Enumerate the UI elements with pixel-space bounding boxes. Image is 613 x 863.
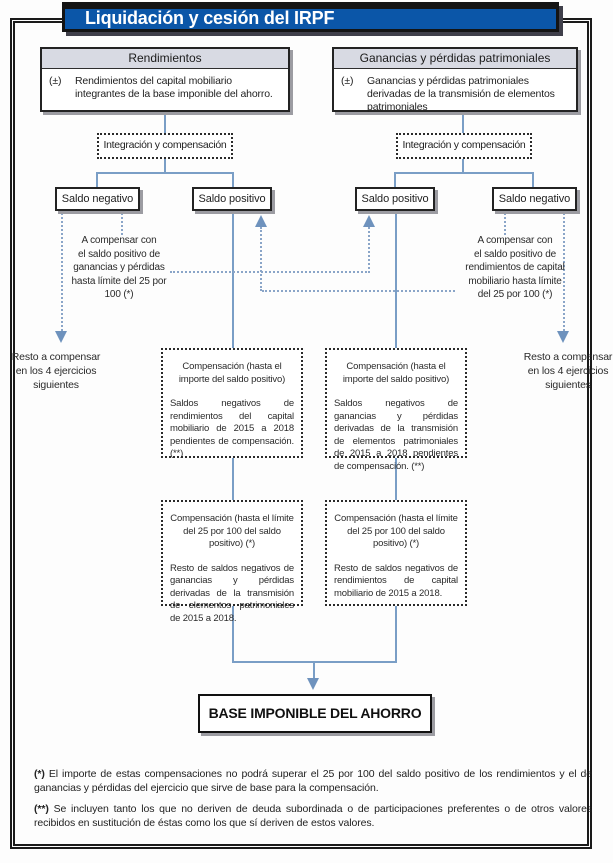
right-resto-note: Resto a compensar en los 4 ejercicios si… — [523, 351, 613, 391]
comp-box-body: Resto de saldos negativos de rendimiento… — [334, 562, 458, 599]
footnote-1-text: El importe de estas compensaciones no po… — [34, 768, 592, 794]
footnote-1-marker: (*) — [34, 768, 45, 780]
connector-line — [462, 159, 464, 173]
right-saldo-positivo-box: Saldo positivo — [355, 187, 435, 211]
connector-line — [232, 458, 234, 500]
connector-line — [121, 213, 123, 235]
connector-line — [368, 227, 370, 273]
right-compensation-box-1: Compensación (hasta el importe del saldo… — [325, 348, 467, 472]
right-header-title: Ganancias y pérdidas patrimoniales — [334, 49, 576, 69]
connector-line — [395, 458, 397, 500]
left-resto-note: Resto a compensar en los 4 ejercicios si… — [11, 351, 101, 391]
comp-box-title: Compensación (hasta el importe del saldo… — [178, 361, 286, 385]
right-compensar-note: A compensar con el saldo positivo de ren… — [465, 235, 565, 300]
left-compensar-note: A compensar con el saldo positivo de gan… — [71, 235, 167, 300]
connector-line — [532, 172, 534, 187]
comp-box-title: Compensación (hasta el importe del saldo… — [342, 361, 450, 385]
base-imponible-box: BASE IMPONIBLE DEL AHORRO — [198, 694, 432, 733]
left-plusminus-sign: (±) — [49, 75, 62, 87]
connector-line — [61, 213, 63, 331]
arrow-up-icon — [255, 215, 267, 227]
left-compensation-box-1: Compensación (hasta el importe del saldo… — [161, 348, 303, 459]
connector-line — [504, 213, 506, 235]
footnotes: (*) El importe de estas compensaciones n… — [34, 768, 592, 838]
right-header-box: Ganancias y pérdidas patrimoniales (±) G… — [332, 47, 578, 113]
arrow-down-icon — [307, 678, 319, 690]
page-title: Liquidación y cesión del IRPF — [85, 8, 335, 28]
connector-line — [260, 227, 262, 291]
left-header-title: Rendimientos — [42, 49, 288, 69]
left-compensation-box-2: Compensación (hasta el límite del 25 por… — [161, 500, 303, 624]
connector-line — [232, 606, 234, 663]
arrow-up-icon — [363, 215, 375, 227]
connector-line — [96, 172, 98, 187]
connector-line — [232, 172, 234, 187]
title-bar: Liquidación y cesión del IRPF — [62, 2, 559, 32]
footnote-2-text: Se incluyen tanto los que no deriven de … — [34, 803, 592, 829]
left-header-box: Rendimientos (±) Rendimientos del capita… — [40, 47, 290, 112]
arrow-down-icon — [55, 331, 67, 343]
comp-box-body: Resto de saldos negativos de ganancias y… — [170, 562, 294, 624]
right-compensation-box-2: Compensación (hasta el límite del 25 por… — [325, 500, 467, 606]
right-header-description: Ganancias y pérdidas patrimoniales deriv… — [367, 75, 555, 113]
connector-line — [262, 290, 455, 292]
left-integration-box: Integración y compensación — [97, 133, 233, 159]
right-saldo-negativo-box: Saldo negativo — [492, 187, 577, 211]
left-saldo-positivo-box: Saldo positivo — [192, 187, 272, 211]
connector-line — [395, 211, 397, 348]
footnote-1: (*) El importe de estas compensaciones n… — [34, 768, 592, 795]
connector-line — [232, 211, 234, 348]
connector-line — [395, 606, 397, 663]
arrow-down-icon — [557, 331, 569, 343]
footnote-2: (**) Se incluyen tanto los que no derive… — [34, 803, 592, 830]
comp-box-title: Compensación (hasta el límite del 25 por… — [334, 513, 458, 549]
connector-line — [313, 661, 315, 678]
connector-line — [164, 112, 166, 133]
left-saldo-negativo-box: Saldo negativo — [55, 187, 140, 211]
connector-line — [394, 172, 534, 174]
right-plusminus-sign: (±) — [341, 75, 354, 87]
connector-line — [563, 213, 565, 331]
connector-line — [164, 159, 166, 173]
right-integration-box: Integración y compensación — [396, 133, 532, 159]
comp-box-title: Compensación (hasta el límite del 25 por… — [170, 513, 294, 549]
comp-box-body: Saldos negativos de ganancias y pérdidas… — [334, 398, 458, 472]
left-header-description: Rendimientos del capital mobiliario inte… — [75, 75, 273, 100]
footnote-2-marker: (**) — [34, 803, 49, 815]
connector-line — [170, 271, 370, 273]
connector-line — [96, 172, 234, 174]
comp-box-body: Saldos negativos de rendimientos del cap… — [170, 398, 294, 459]
connector-line — [394, 172, 396, 187]
connector-line — [462, 112, 464, 133]
